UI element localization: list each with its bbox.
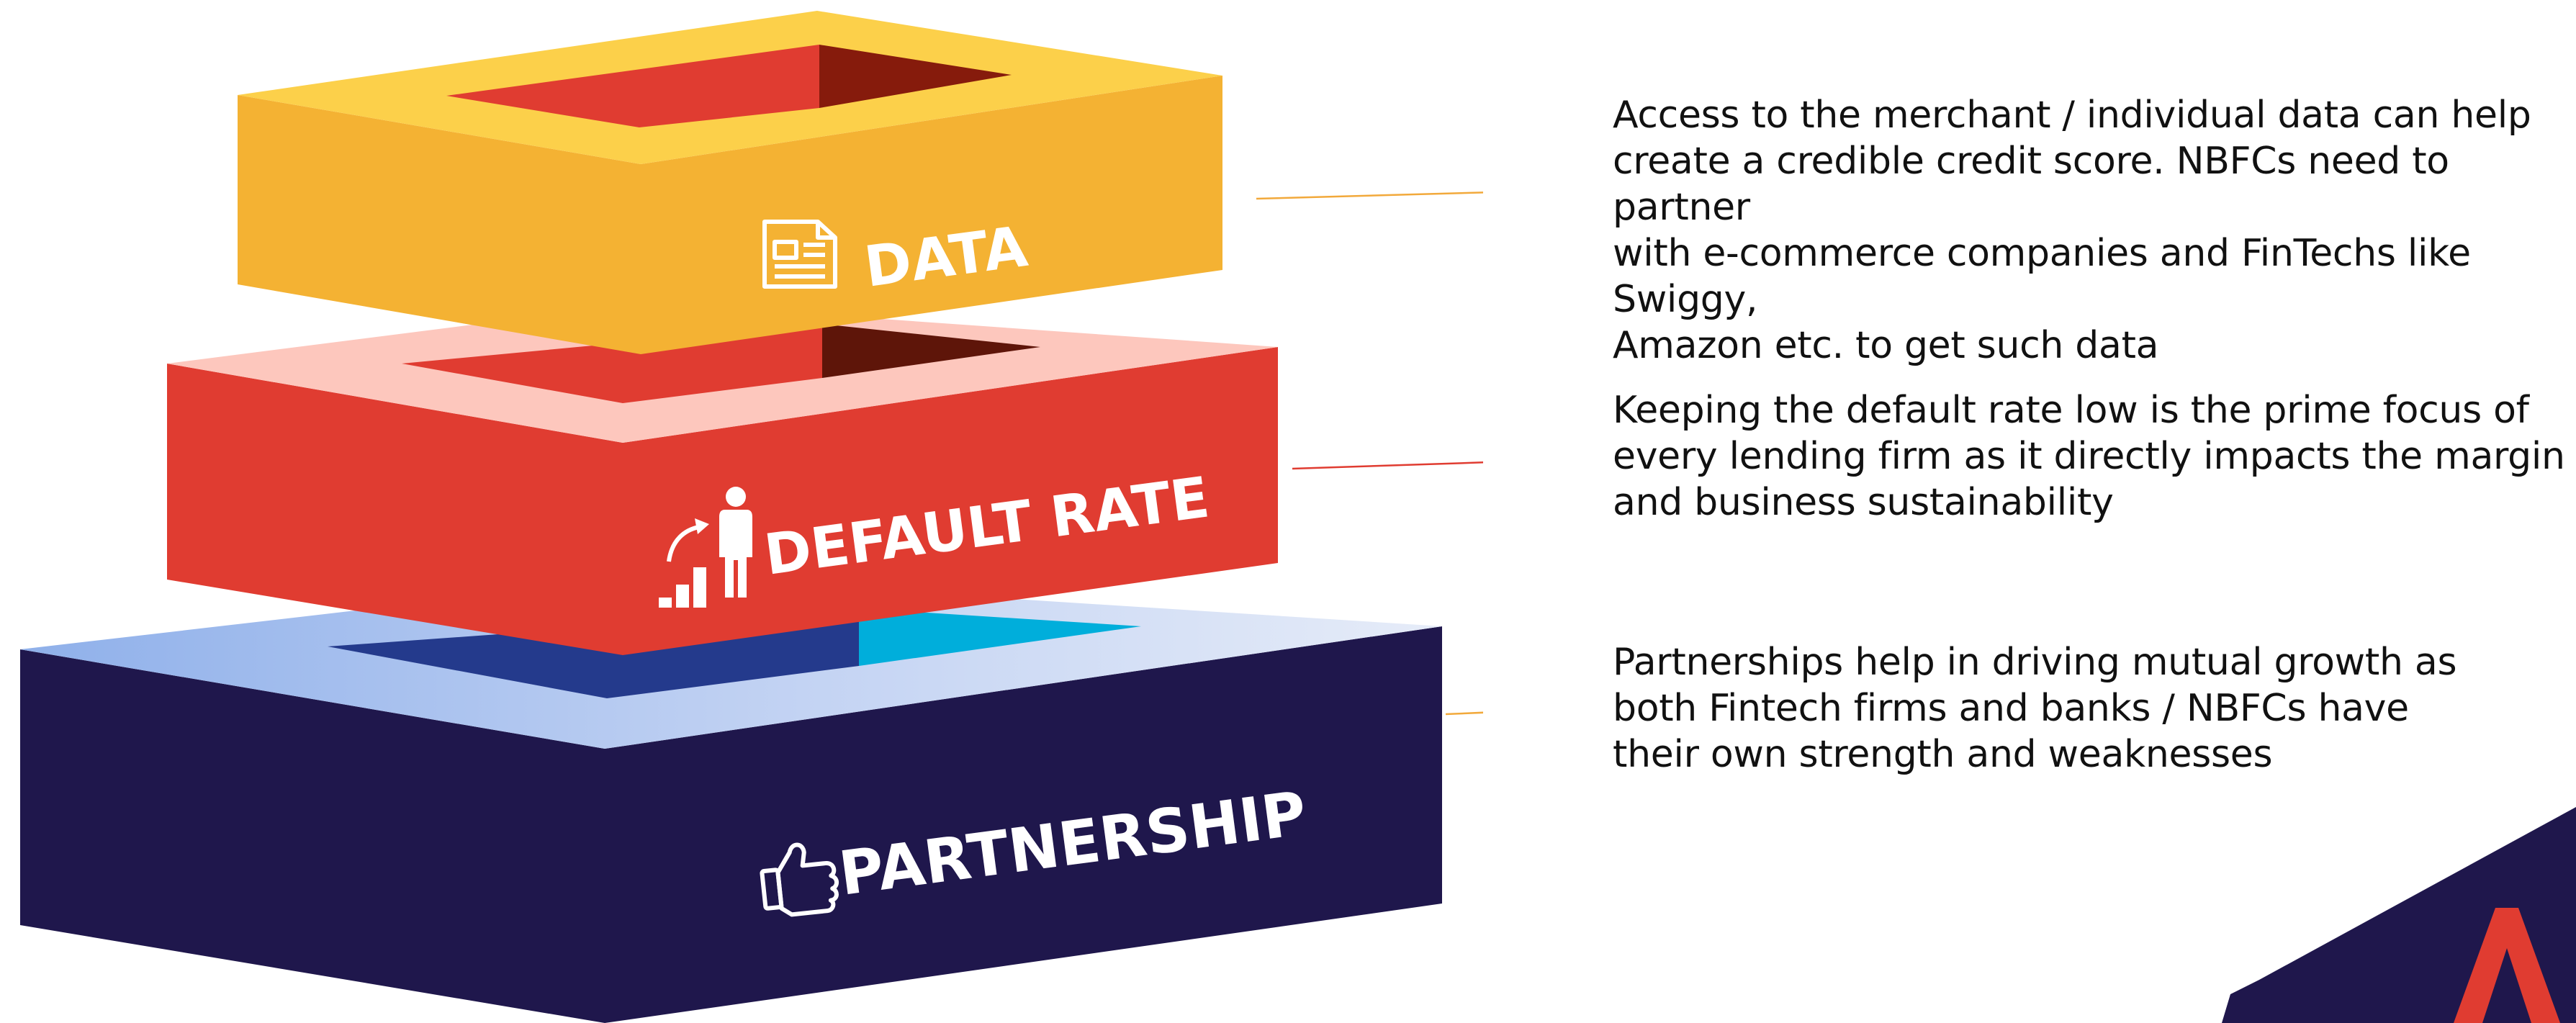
data-layer-hole-right (819, 45, 1012, 108)
partnership-description: Partnerships help in driving mutual grow… (1613, 641, 2457, 776)
data-layer-hole-left (446, 45, 819, 127)
growth-person-icon (659, 487, 752, 608)
data-description: Access to the merchant / individual data… (1613, 94, 2531, 367)
thumbs-up-icon (760, 842, 839, 917)
document-icon (762, 220, 837, 289)
partnership-layer-front (20, 626, 1442, 1023)
data-connector-line (1256, 191, 1483, 200)
partnership-connector-line (1445, 711, 1483, 716)
data-layer-front (238, 76, 1222, 354)
data-layer: DATA (238, 11, 1222, 354)
corner-decoration (2222, 807, 2576, 1023)
default-rate-layer-front (167, 347, 1278, 655)
default-rate-description: Keeping the default rate low is the prim… (1613, 389, 2565, 524)
default-rate-layer-hole-left (402, 324, 822, 403)
partnership-layer-hole-right (859, 608, 1141, 666)
layered-stack-diagram: PARTNERSHIP DEFAULT RATE (20, 11, 1483, 1023)
corner-red-mark (2454, 908, 2560, 1023)
default-rate-layer-hole-right (822, 324, 1040, 378)
partnership-layer: PARTNERSHIP (20, 576, 1442, 1023)
default-rate-layer: DEFAULT RATE (167, 302, 1278, 655)
default-rate-connector-line (1292, 461, 1483, 470)
